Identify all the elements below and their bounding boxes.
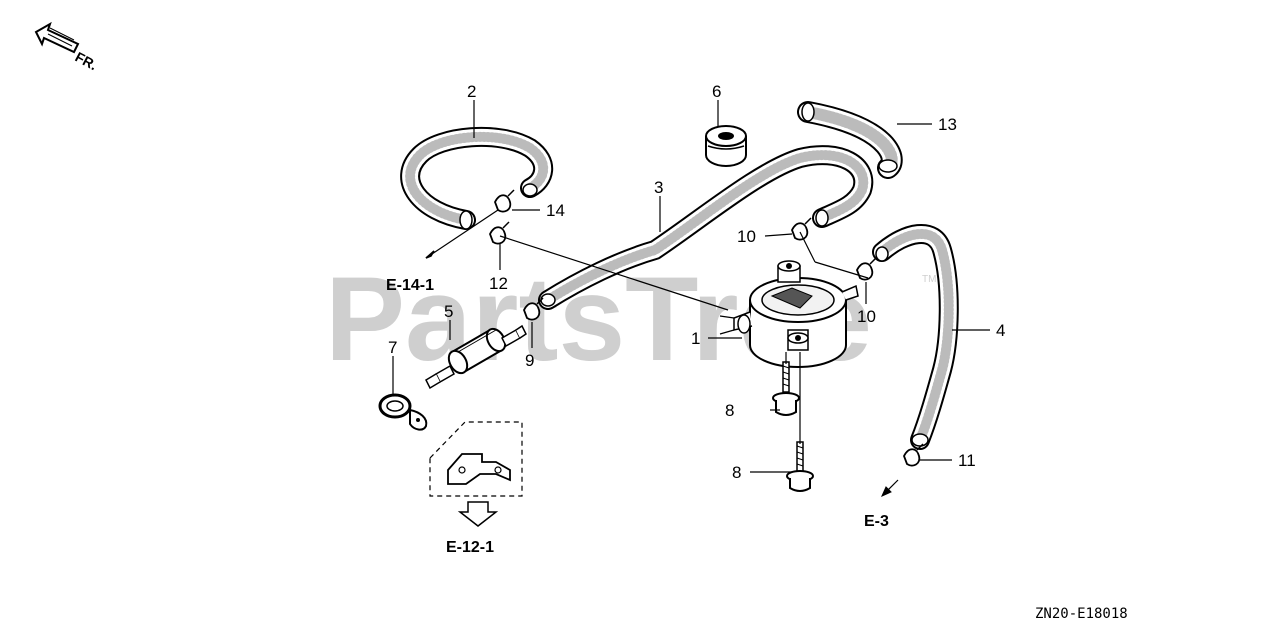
part-11-clip: [903, 443, 924, 467]
part-8-bolt-upper: [772, 361, 800, 416]
callout-6: 6: [712, 82, 721, 101]
callout-11: 11: [958, 451, 976, 470]
watermark-trademark: TM: [922, 274, 936, 285]
part-14-clip: [494, 189, 515, 213]
callout-3: 3: [654, 178, 663, 197]
part-5-inline-fuel-filter: [425, 324, 527, 390]
callout-13: 13: [938, 115, 957, 134]
part-10-clip-upper: [791, 217, 812, 241]
part-8-bolt-lower: [786, 441, 814, 492]
part-7-clip: [378, 393, 428, 431]
callout-1: 1: [691, 329, 700, 348]
callout-7: 7: [388, 338, 397, 357]
callout-14: 14: [546, 201, 565, 220]
callout-10-right: 10: [857, 307, 876, 326]
diagram-code: ZN20-E18018: [1035, 606, 1128, 622]
part-1-fuel-pump: [719, 260, 859, 368]
part-4-fuel-hose: [872, 224, 959, 450]
callout-2: 2: [467, 82, 476, 101]
mounting-bracket: [429, 421, 523, 497]
callout-9: 9: [525, 351, 534, 370]
reference-e-3: E-3: [864, 513, 889, 530]
part-3-fuel-hose: [538, 145, 874, 310]
part-6-grommet: [705, 125, 747, 167]
callout-8-lower: 8: [732, 463, 741, 482]
leader-lines: [392, 100, 990, 497]
reference-e-12-1: E-12-1: [446, 539, 494, 556]
front-direction-arrow-icon: [34, 21, 80, 54]
part-13-fuel-hose: [797, 101, 903, 179]
callout-12: 12: [489, 274, 508, 293]
front-direction-label: FR.: [73, 49, 100, 74]
part-9-clip: [523, 297, 544, 321]
callout-4: 4: [996, 321, 1005, 340]
callout-5: 5: [444, 302, 453, 321]
reference-e-14-1: E-14-1: [386, 277, 434, 294]
part-12-clip: [489, 221, 510, 245]
callout-10-upper: 10: [737, 227, 756, 246]
callout-8-upper: 8: [725, 401, 734, 420]
part-2-fuel-hose: [400, 126, 554, 230]
down-arrow-icon: [457, 501, 499, 527]
